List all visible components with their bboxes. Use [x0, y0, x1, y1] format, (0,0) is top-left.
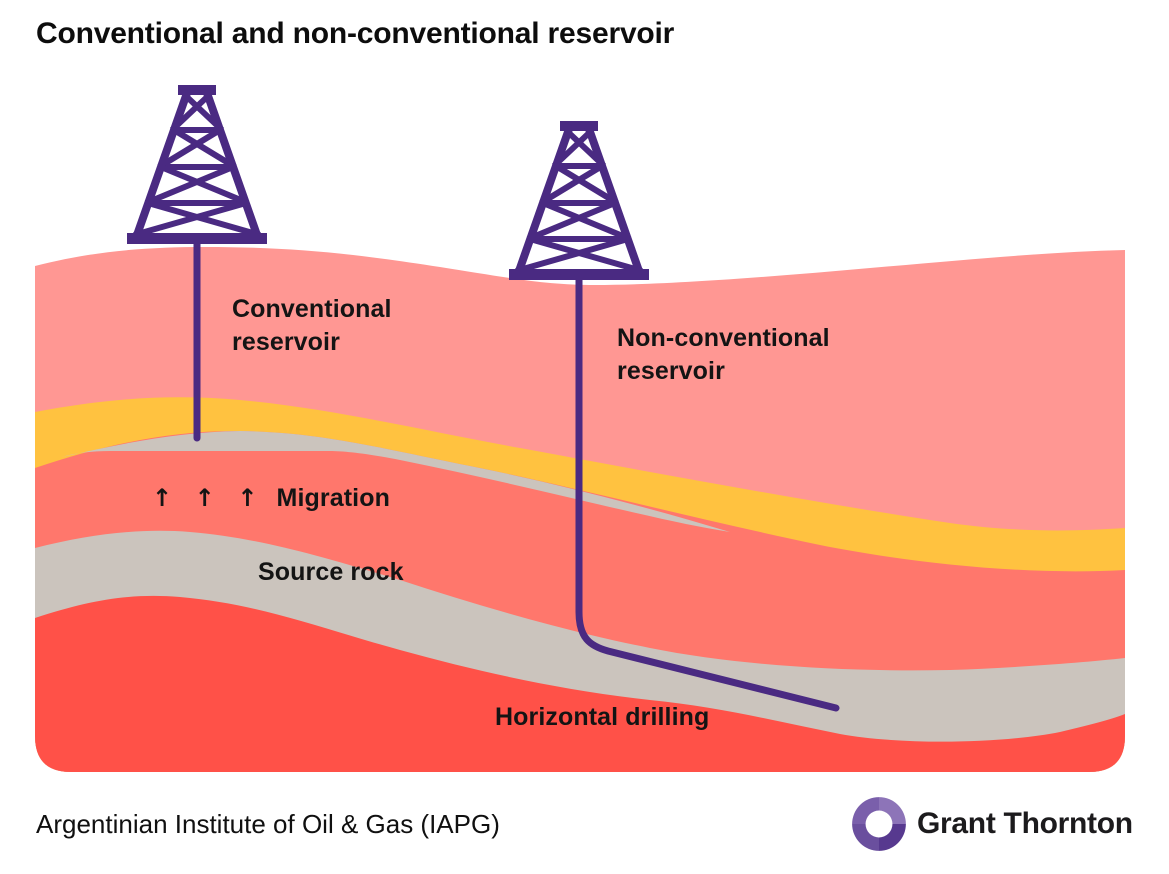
oil-derrick-icon: [509, 121, 649, 280]
horizontal-drilling-label: Horizontal drilling: [495, 703, 710, 731]
migration-label-row: ↑ ↑ ↑ Migration: [152, 482, 390, 515]
non-conventional-reservoir-label: Non-conventional reservoir: [617, 324, 830, 385]
upward-arrows-icon: ↑ ↑ ↑: [152, 484, 258, 512]
horizontal-well-path: [575, 276, 840, 712]
source-rock-label: Source rock: [258, 558, 404, 586]
layer-basement: [35, 595, 1125, 772]
grant-thornton-swirl-icon: [852, 797, 906, 851]
conventional-reservoir-label: Conventional reservoir: [232, 295, 392, 356]
layer-conventional-trap: [62, 431, 730, 532]
grant-thornton-wordmark: Grant Thornton: [917, 807, 1133, 840]
migration-label: Migration: [276, 484, 390, 512]
source-attribution: Argentinian Institute of Oil & Gas (IAPG…: [36, 809, 500, 839]
page-title: Conventional and non-conventional reserv…: [36, 17, 675, 50]
grant-thornton-logo: Grant Thornton: [851, 796, 1133, 852]
oil-derrick-icon: [127, 85, 267, 244]
